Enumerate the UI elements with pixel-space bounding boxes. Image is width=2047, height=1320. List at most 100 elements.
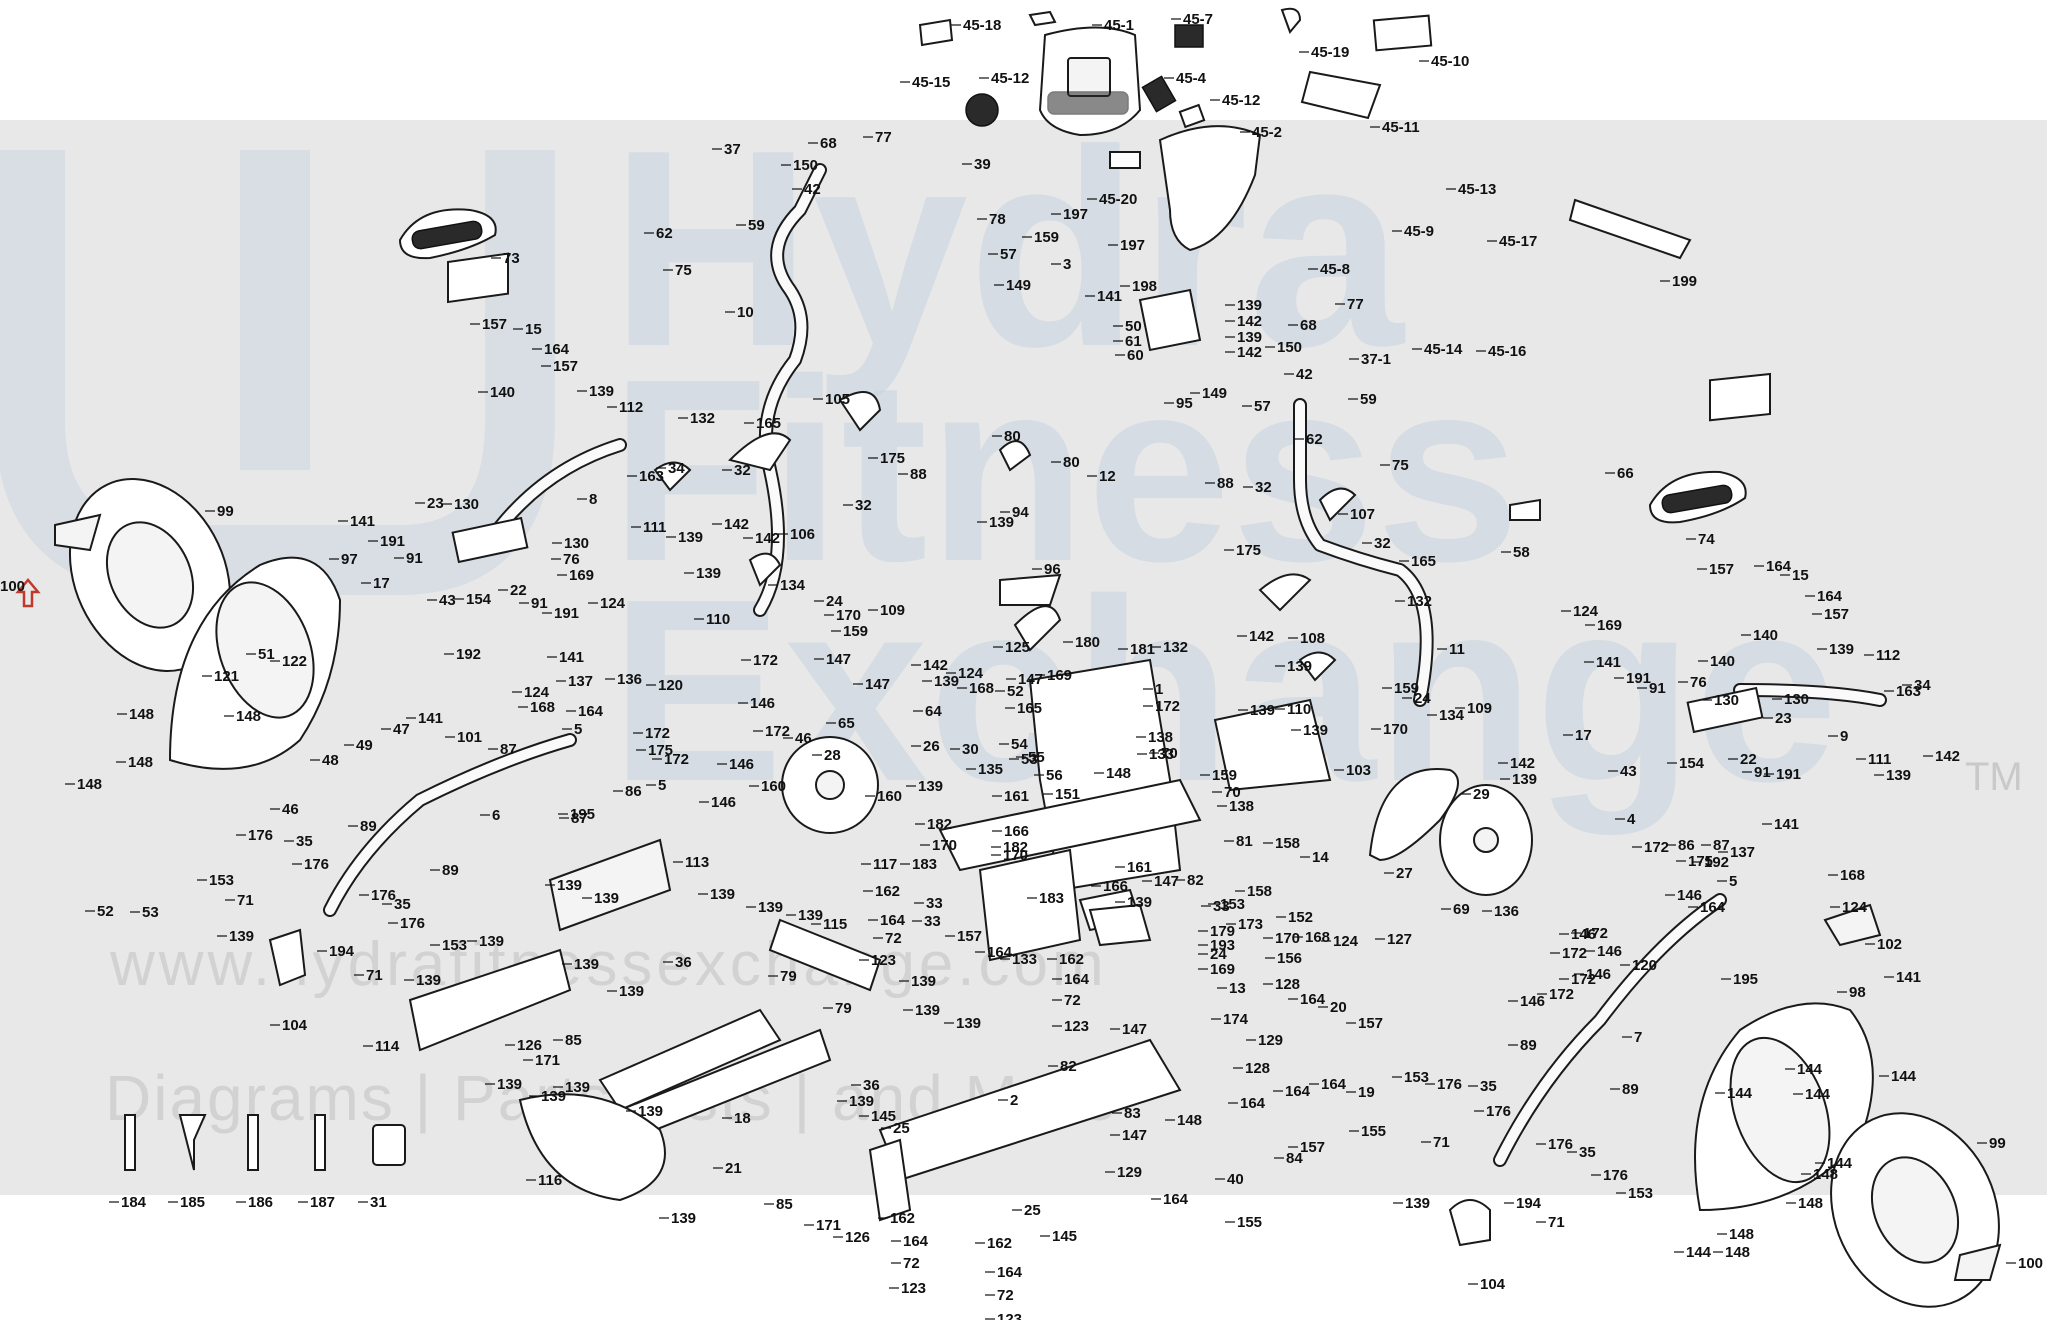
part-label: 72: [997, 1287, 1014, 1304]
part-label: 137: [568, 673, 593, 690]
part-label: 52: [97, 903, 114, 920]
part-label: 144: [1686, 1244, 1712, 1261]
part-label: 158: [1247, 883, 1272, 900]
part-label: 73: [503, 250, 520, 267]
part-label: 70: [1161, 745, 1178, 762]
part-label: 148: [1725, 1244, 1750, 1261]
part-label: 69: [1453, 901, 1470, 918]
part-label: 141: [350, 513, 375, 530]
part-label: 5: [658, 777, 666, 794]
part-label: 124: [958, 665, 984, 682]
part-label: 154: [1679, 755, 1705, 772]
part-label: 142: [1935, 748, 1960, 765]
part-label: 195: [570, 806, 595, 823]
part-label: 11: [1449, 641, 1465, 658]
part-label: 89: [1622, 1081, 1639, 1098]
part-label: 163: [1896, 683, 1921, 700]
part-label: 45-10: [1431, 53, 1469, 70]
part-label: 146: [711, 794, 736, 811]
part-label: 157: [1824, 606, 1849, 623]
part-label: 141: [1896, 969, 1921, 986]
part-label: 14: [1312, 849, 1329, 866]
part-label: 45-11: [1382, 119, 1420, 136]
part-label: 83: [1124, 1105, 1141, 1122]
part-label: 8: [589, 491, 597, 508]
part-label: 169: [1597, 617, 1622, 634]
part-label: 120: [1632, 957, 1657, 974]
part-label: 159: [1212, 767, 1237, 784]
part-label: 157: [482, 316, 507, 333]
part-label: 144: [1727, 1085, 1753, 1102]
part-label: 102: [1877, 936, 1902, 953]
part-label: 139: [1829, 641, 1854, 658]
part-label: 164: [1240, 1095, 1266, 1112]
part-label: 160: [761, 778, 786, 795]
part-label: 161: [1127, 859, 1152, 876]
part-label: 139: [1127, 894, 1152, 911]
part-label: 39: [974, 156, 991, 173]
part-label: 56: [1046, 767, 1063, 784]
part-label: 139: [1237, 329, 1262, 346]
part-label: 137: [1730, 844, 1755, 861]
part-label: 53: [142, 904, 159, 921]
part-label: 106: [790, 526, 815, 543]
part-label: 165: [1411, 553, 1436, 570]
part-label: 87: [1713, 837, 1730, 854]
part-label: 164: [987, 944, 1013, 961]
part-label: 59: [748, 217, 765, 234]
part-label: 72: [885, 930, 902, 947]
part-label: 100: [0, 578, 25, 595]
part-label: 130: [454, 496, 479, 513]
part-label: 142: [923, 657, 948, 674]
part-label: 45-8: [1320, 261, 1350, 278]
part-label: 170: [836, 607, 861, 624]
part-label: 45-12: [991, 70, 1029, 87]
part-label: 168: [530, 699, 555, 716]
part-label: 159: [1034, 229, 1059, 246]
part-label: 112: [1876, 647, 1900, 664]
part-label: 184: [121, 1194, 147, 1211]
part-label: 5: [1729, 873, 1737, 890]
pedal-arms: [323, 733, 1727, 1167]
part-label: 45-12: [1222, 92, 1260, 109]
part-label: 139: [1512, 771, 1537, 788]
part-label: 45-16: [1488, 343, 1526, 360]
part-label: 35: [1480, 1078, 1497, 1095]
part-label: 78: [989, 211, 1006, 228]
part-label: 45-20: [1099, 191, 1137, 208]
part-label: 139: [849, 1093, 874, 1110]
part-label: 160: [877, 788, 902, 805]
part-label: 57: [1254, 398, 1271, 415]
part-label: 164: [903, 1233, 929, 1250]
part-label: 112: [619, 399, 643, 416]
part-label: 164: [1064, 971, 1090, 988]
part-label: 139: [678, 529, 703, 546]
part-label: 144: [1827, 1155, 1853, 1172]
part-label: 139: [479, 933, 504, 950]
part-label: 129: [1258, 1032, 1283, 1049]
part-label: 187: [310, 1194, 335, 1211]
part-label: 32: [1374, 535, 1391, 552]
part-label: 12: [1099, 468, 1116, 485]
part-label: 84: [1286, 1150, 1303, 1167]
part-label: 36: [863, 1077, 880, 1094]
part-label: 94: [1012, 504, 1029, 521]
part-label: 15: [525, 321, 542, 338]
part-label: 142: [755, 530, 780, 547]
part-label: 162: [987, 1235, 1012, 1252]
part-label: 139: [956, 1015, 981, 1032]
part-label: 95: [1176, 395, 1193, 412]
part-label: 171: [816, 1217, 841, 1234]
flywheel-left: [781, 736, 879, 834]
part-label: 139: [915, 1002, 940, 1019]
part-label: 22: [1740, 751, 1757, 768]
part-label: 62: [1306, 431, 1323, 448]
part-label: 146: [1677, 887, 1702, 904]
part-label: 139: [557, 877, 582, 894]
part-label: 147: [1154, 873, 1179, 890]
part-label: 99: [217, 503, 234, 520]
part-label: 197: [1120, 237, 1145, 254]
part-label: 107: [1350, 506, 1375, 523]
part-label: 172: [765, 723, 790, 740]
part-label: 130: [1714, 692, 1739, 709]
